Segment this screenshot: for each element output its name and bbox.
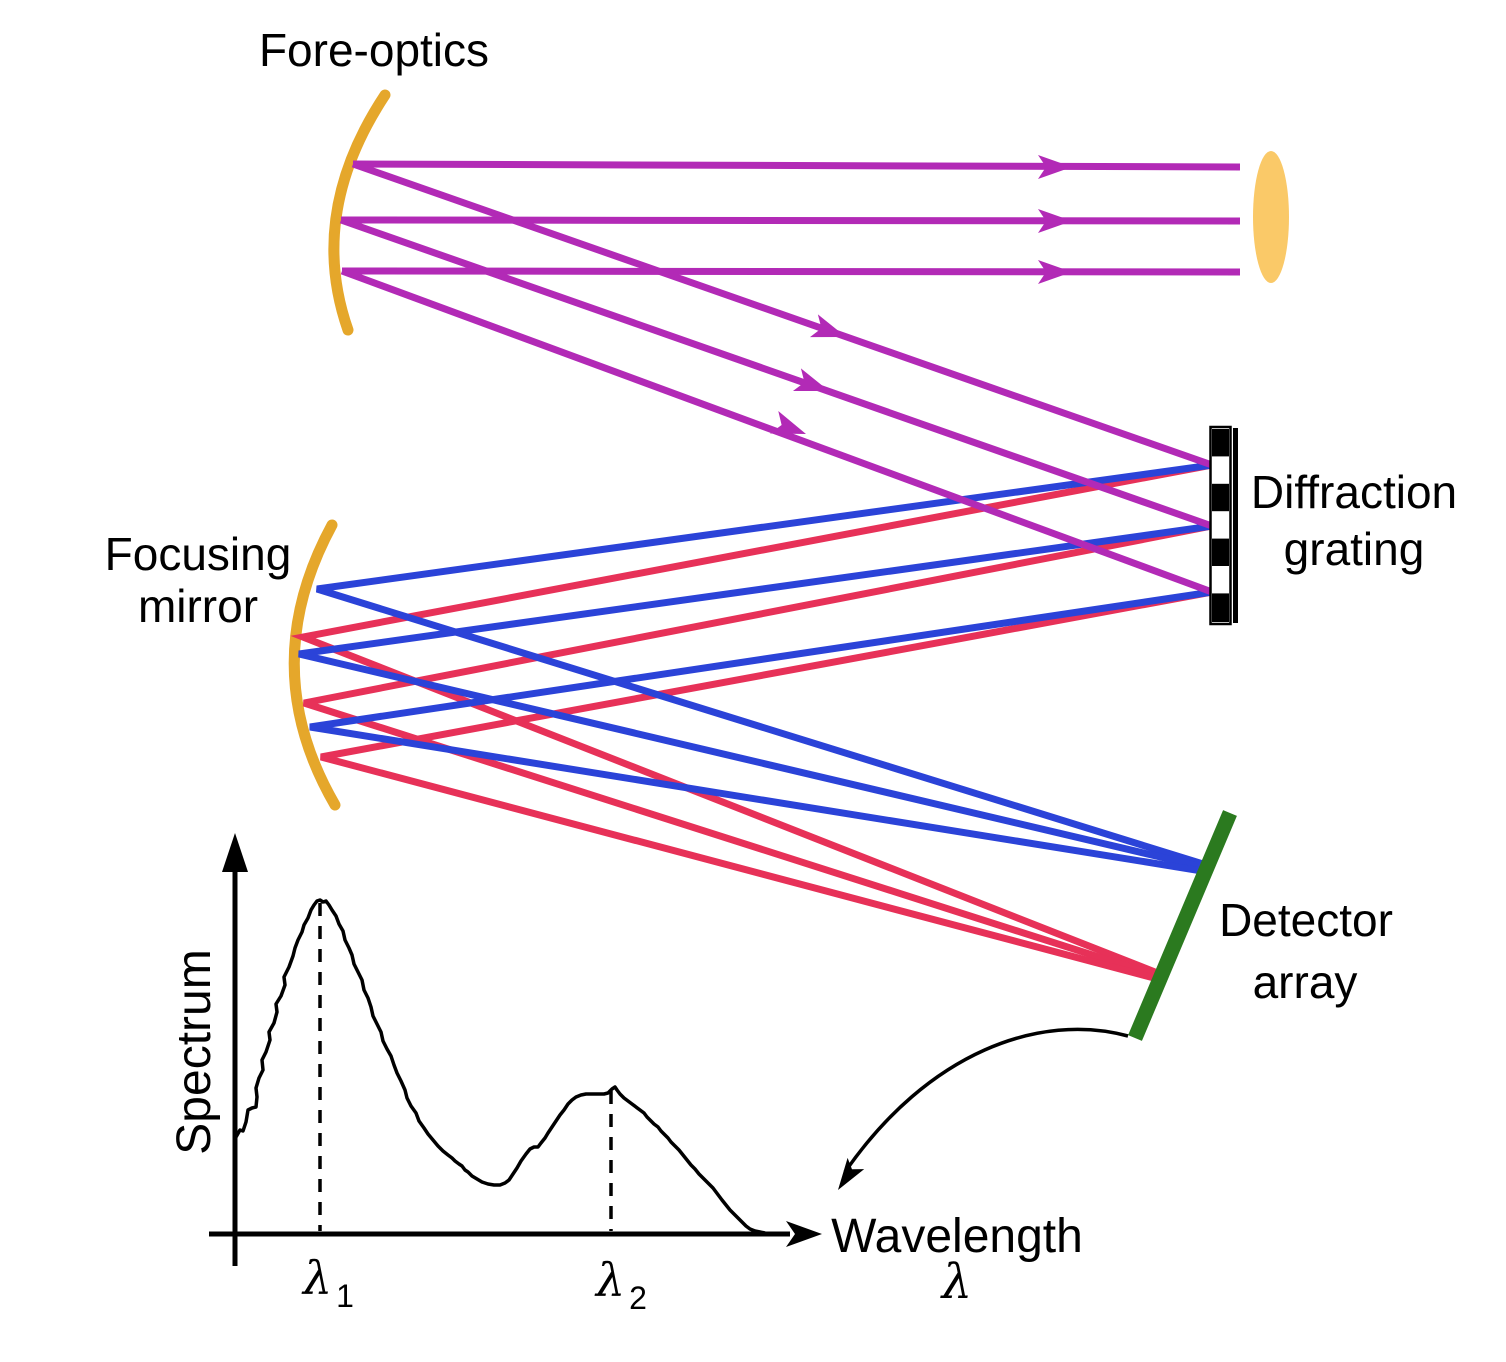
- focusing-mirror: [288, 519, 341, 811]
- ray-arrowhead: [809, 314, 846, 338]
- fore-optics-mirror: [328, 89, 391, 336]
- ray-arrowhead: [1038, 155, 1072, 179]
- peak1-symbol: λ: [301, 1251, 332, 1305]
- grating-cell: [1212, 593, 1229, 622]
- peak1-subscript: 1: [336, 1278, 354, 1314]
- grating-cell: [1212, 538, 1229, 566]
- ray-arrowhead: [1038, 260, 1072, 284]
- ray-arrowhead: [1038, 209, 1072, 233]
- curved-arrow-head: [838, 1157, 865, 1190]
- diffraction-grating-label-line2: grating: [1284, 523, 1425, 575]
- blue-ray-2: [298, 522, 1213, 871]
- incident-beam: [339, 155, 1241, 596]
- blue-ray-bundle: [298, 461, 1213, 875]
- peak1-tick-label: λ 1: [301, 1251, 354, 1314]
- blue-ray-3: [309, 588, 1213, 875]
- ray-arrowhead: [792, 368, 829, 392]
- curved-arrow-shaft: [843, 1027, 1129, 1173]
- focusing-mirror-label-line1: Focusing: [105, 528, 292, 580]
- red-ray-2: [302, 522, 1213, 979]
- fore-optics-label: Fore-optics: [259, 24, 489, 76]
- detector-array-bar: [1128, 810, 1237, 1041]
- grating-cell: [1212, 483, 1229, 512]
- red-ray-3: [320, 588, 1213, 982]
- wavelength-axis-label: Wavelength: [831, 1210, 1083, 1263]
- peak2-subscript: 2: [629, 1280, 647, 1316]
- diffraction-grating-label-line1: Diffraction: [1251, 466, 1457, 518]
- light-source: [1253, 151, 1289, 283]
- reflected-ray-1: [351, 160, 1214, 469]
- detector-to-axis-arrow: [838, 1027, 1129, 1190]
- diffraction-grating: [1209, 425, 1238, 626]
- focusing-mirror-label-line2: mirror: [138, 580, 258, 632]
- peak2-tick-label: λ 2: [594, 1253, 647, 1316]
- spectrum-plot: [209, 833, 822, 1266]
- red-ray-bundle: [290, 461, 1213, 982]
- x-axis-arrowhead: [786, 1221, 822, 1247]
- incident-ray-2: [340, 216, 1241, 225]
- wavelength-symbol: λ: [940, 1254, 972, 1310]
- grating-cell: [1212, 429, 1229, 457]
- y-axis-arrowhead: [222, 833, 248, 872]
- spectrum-curve: [234, 898, 766, 1235]
- reflected-ray-2: [339, 216, 1214, 530]
- grating-back-plate: [1233, 428, 1238, 623]
- detector-array-label-line1: Detector: [1219, 894, 1393, 946]
- red-ray-1: [290, 461, 1213, 976]
- grating-frame: [1209, 425, 1232, 626]
- peak2-symbol: λ: [594, 1253, 625, 1307]
- spectrum-axis-label: Spectrum: [168, 949, 221, 1154]
- blue-ray-1: [315, 461, 1213, 868]
- incident-ray-1: [352, 160, 1241, 171]
- ray-arrowhead: [769, 410, 806, 434]
- detector-array-label-line2: array: [1253, 956, 1358, 1008]
